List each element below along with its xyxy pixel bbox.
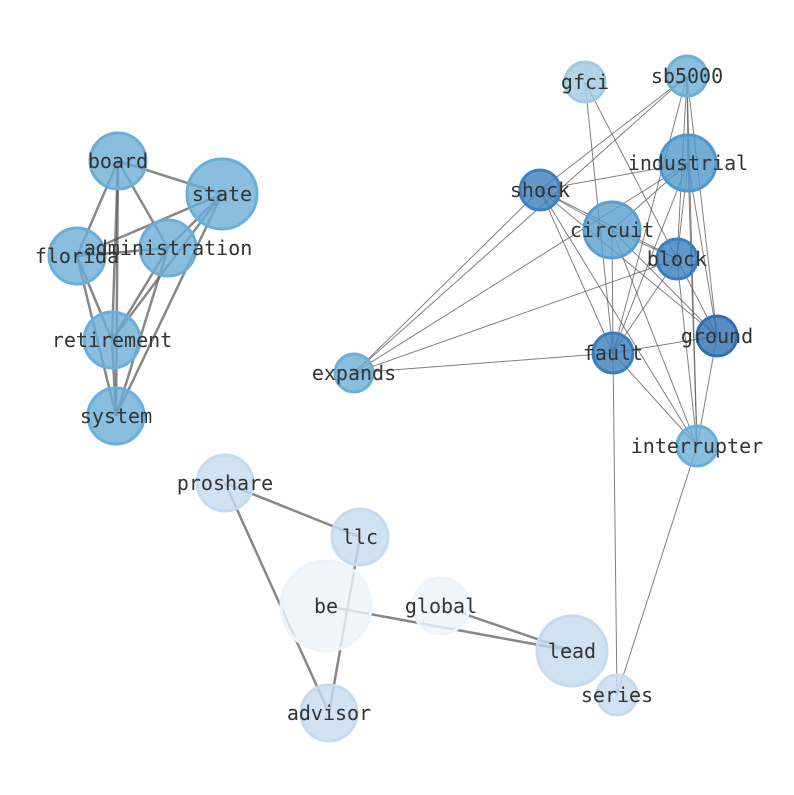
node-label-industrial: industrial xyxy=(628,151,748,175)
node-ground[interactable] xyxy=(695,314,739,358)
node-label-proshare: proshare xyxy=(177,471,273,495)
node-advisor[interactable] xyxy=(299,683,359,743)
edge-proshare-advisor xyxy=(223,482,331,714)
edges-layer xyxy=(75,75,718,714)
node-state[interactable] xyxy=(185,157,259,231)
node-label-system: system xyxy=(80,404,152,428)
edge-block-expands xyxy=(353,258,678,374)
node-gfci[interactable] xyxy=(563,60,607,104)
edge-gfci-ground xyxy=(584,81,718,337)
node-label-florida: florida xyxy=(35,244,119,268)
edge-shock-expands xyxy=(353,189,541,374)
edge-fault-expands xyxy=(353,352,614,374)
edge-shock-interrupter xyxy=(539,189,698,447)
edge-industrial-interrupter xyxy=(687,162,698,447)
edge-interrupter-series xyxy=(616,445,698,696)
node-label-interrupter: interrupter xyxy=(631,434,763,458)
node-expands[interactable] xyxy=(333,352,375,394)
node-be[interactable] xyxy=(279,559,373,653)
node-administration[interactable] xyxy=(138,218,198,278)
node-label-llc: llc xyxy=(342,525,378,549)
edge-fault-series xyxy=(612,352,618,696)
node-label-state: state xyxy=(192,182,252,206)
node-label-retirement: retirement xyxy=(52,328,172,352)
node-label-fault: fault xyxy=(583,341,643,365)
node-global[interactable] xyxy=(411,576,471,636)
edge-sb5000-expands xyxy=(353,75,688,374)
node-shock[interactable] xyxy=(518,168,562,212)
node-proshare[interactable] xyxy=(195,453,255,513)
edge-industrial-fault xyxy=(612,162,689,354)
node-interrupter[interactable] xyxy=(675,424,719,468)
node-industrial[interactable] xyxy=(658,133,718,193)
edge-sb5000-shock xyxy=(539,75,688,191)
nodes-layer xyxy=(47,54,739,743)
node-label-series: series xyxy=(581,683,653,707)
node-label-sb5000: sb5000 xyxy=(651,64,723,88)
edge-shock-fault xyxy=(539,189,614,354)
node-label-expands: expands xyxy=(312,361,396,385)
node-label-block: block xyxy=(647,247,707,271)
node-label-lead: lead xyxy=(548,639,596,663)
node-florida[interactable] xyxy=(47,226,107,286)
node-label-global: global xyxy=(405,594,477,618)
node-label-gfci: gfci xyxy=(561,70,609,94)
node-retirement[interactable] xyxy=(82,310,142,370)
node-system[interactable] xyxy=(86,386,146,446)
node-label-circuit: circuit xyxy=(570,218,654,242)
edge-board-system xyxy=(114,160,120,417)
node-lead[interactable] xyxy=(535,614,609,688)
node-label-advisor: advisor xyxy=(287,701,371,725)
edge-industrial-expands xyxy=(353,162,689,374)
edge-block-interrupter xyxy=(676,258,698,447)
node-block[interactable] xyxy=(655,237,699,281)
node-label-shock: shock xyxy=(510,178,570,202)
node-sb5000[interactable] xyxy=(665,54,709,98)
node-label-administration: administration xyxy=(84,236,253,260)
edge-state-system xyxy=(114,193,224,417)
node-label-be: be xyxy=(314,594,338,618)
node-label-ground: ground xyxy=(681,324,753,348)
node-label-board: board xyxy=(88,149,148,173)
node-board[interactable] xyxy=(88,131,148,191)
node-circuit[interactable] xyxy=(582,200,642,260)
edge-sb5000-fault xyxy=(612,75,688,354)
node-llc[interactable] xyxy=(330,507,390,567)
edge-shock-ground xyxy=(539,189,718,337)
node-series[interactable] xyxy=(595,673,639,717)
edge-circuit-interrupter xyxy=(611,229,698,447)
node-fault[interactable] xyxy=(591,331,635,375)
edge-sb5000-ground xyxy=(686,75,718,337)
